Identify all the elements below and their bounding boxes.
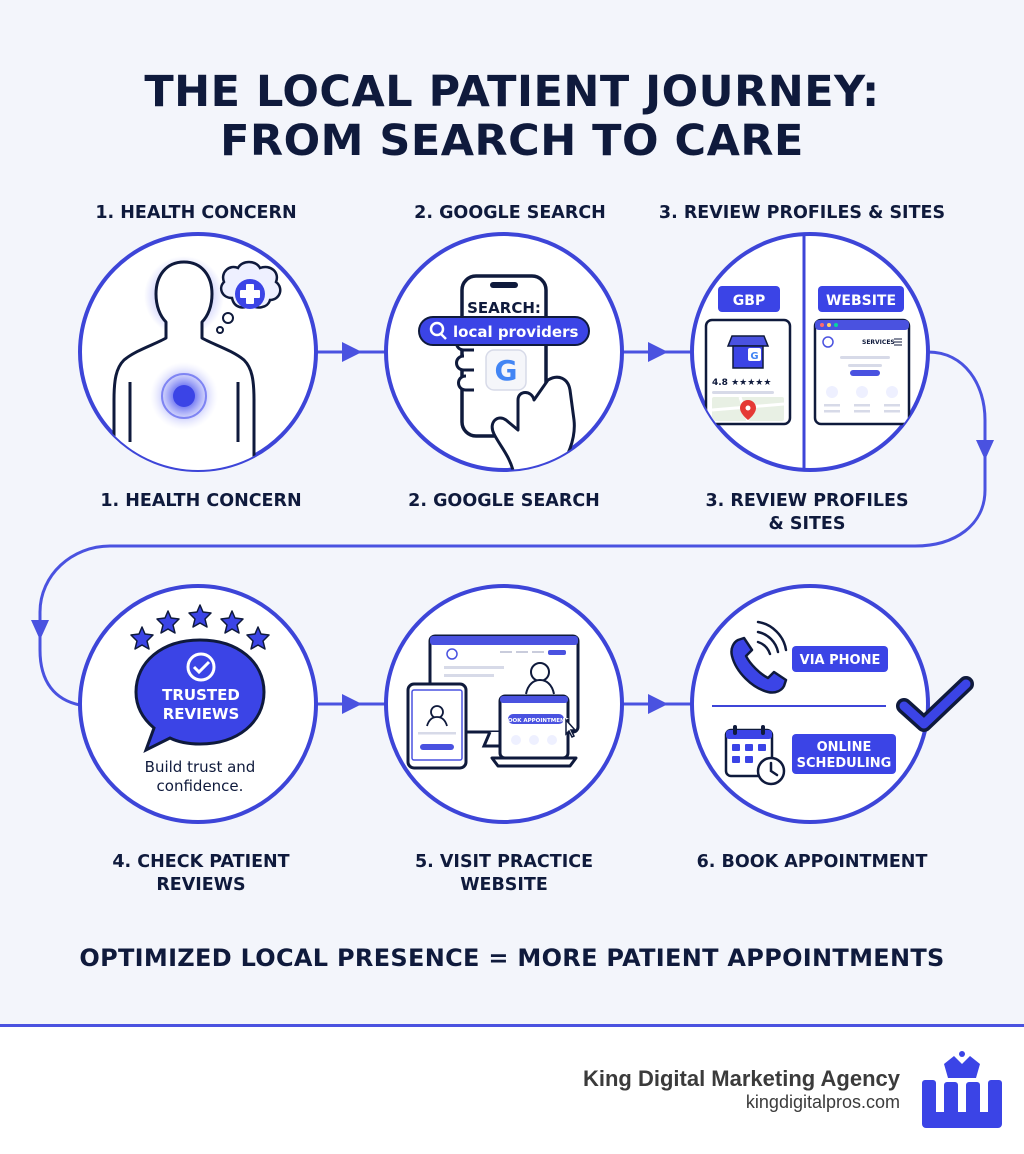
title-line-1: THE LOCAL PATIENT JOURNEY: bbox=[144, 67, 880, 117]
step-6-book-appointment: VIA PHONE ONLINE SCHEDULING bbox=[690, 584, 930, 824]
book-appointment-button: BOOK APPOINTMENT bbox=[504, 714, 569, 724]
step-3-bottom-label: 3. REVIEW PROFILES & SITES bbox=[705, 491, 909, 534]
journey-diagram: G SEARCH: local providers G bbox=[31, 232, 994, 824]
telephone-icon bbox=[730, 620, 788, 694]
curve-arrow-right bbox=[976, 440, 994, 460]
google-logo-icon: G bbox=[485, 349, 527, 391]
tagline: OPTIMIZED LOCAL PRESENCE = MORE PATIENT … bbox=[79, 944, 945, 972]
svg-text:VIA PHONE: VIA PHONE bbox=[800, 653, 881, 668]
laptop-icon: BOOK APPOINTMENT bbox=[490, 694, 578, 768]
svg-text:SCHEDULING: SCHEDULING bbox=[797, 756, 892, 771]
svg-text:REVIEWS: REVIEWS bbox=[163, 705, 240, 723]
connector-1-2 bbox=[316, 342, 386, 362]
thought-bubble-icon bbox=[216, 260, 282, 334]
svg-text:GBP: GBP bbox=[733, 293, 765, 309]
hand-icon bbox=[455, 334, 576, 470]
step-3-top-label: 3. REVIEW PROFILES & SITES bbox=[658, 203, 946, 223]
step-5-visit-website: BOOK APPOINTMENT bbox=[384, 584, 624, 824]
crown-logo-icon bbox=[922, 1051, 1002, 1128]
step-1-health-concern bbox=[78, 232, 318, 472]
step-1-bottom-label: 1. HEALTH CONCERN bbox=[100, 491, 302, 511]
via-phone-tag: VIA PHONE bbox=[792, 646, 888, 672]
search-bar: local providers bbox=[418, 316, 590, 346]
google-letter: G bbox=[495, 354, 518, 387]
search-query: local providers bbox=[453, 323, 578, 341]
agency-url[interactable]: kingdigitalpros.com bbox=[745, 1092, 900, 1112]
gbp-tag: GBP bbox=[718, 286, 780, 312]
gbp-card: G 4.8 ★★★★★ bbox=[704, 318, 792, 426]
step-2-bottom-label: 2. GOOGLE SEARCH bbox=[408, 491, 600, 511]
svg-text:BOOK APPOINTMENT: BOOK APPOINTMENT bbox=[504, 718, 569, 724]
svg-text:ONLINE: ONLINE bbox=[817, 740, 872, 755]
store-icon: G bbox=[726, 335, 770, 369]
website-tag: WEBSITE bbox=[818, 286, 904, 312]
medical-cross-icon bbox=[235, 279, 265, 309]
step-5-label: 5. VISIT PRACTICE WEBSITE bbox=[414, 852, 594, 895]
page-title: THE LOCAL PATIENT JOURNEY: FROM SEARCH T… bbox=[0, 68, 1024, 166]
step-6-label: 6. BOOK APPOINTMENT bbox=[696, 852, 928, 872]
cursor-icon bbox=[565, 718, 577, 739]
step-1-top-label: 1. HEALTH CONCERN bbox=[95, 203, 297, 223]
svg-text:TRUSTED: TRUSTED bbox=[162, 686, 240, 704]
reviews-caption-2: confidence. bbox=[157, 777, 244, 795]
connector-4-5 bbox=[316, 694, 386, 714]
search-heading: SEARCH: bbox=[467, 299, 541, 317]
connector-3-4-curve bbox=[38, 350, 987, 707]
step-3-review-profiles: G 4.8 ★★★★★ SERVICES bbox=[690, 232, 930, 472]
reviews-caption-1: Build trust and bbox=[145, 758, 256, 776]
browser-icon: SERVICES bbox=[813, 318, 911, 426]
stars-icon bbox=[130, 604, 270, 650]
step-2-google-search: G SEARCH: local providers bbox=[384, 232, 624, 472]
services-text: SERVICES bbox=[862, 339, 895, 346]
search-icon bbox=[429, 321, 447, 340]
clock-icon bbox=[756, 756, 786, 786]
speech-bubble-icon: TRUSTED REVIEWS bbox=[134, 638, 266, 754]
svg-text:WEBSITE: WEBSITE bbox=[826, 293, 896, 309]
title-line-2: FROM SEARCH TO CARE bbox=[220, 116, 804, 166]
step-4-check-reviews: TRUSTED REVIEWS Build trust and confiden… bbox=[78, 584, 318, 824]
connector-2-3 bbox=[622, 342, 692, 362]
map-pin-icon bbox=[711, 396, 785, 422]
online-scheduling-tag: ONLINE SCHEDULING bbox=[792, 734, 896, 774]
connector-5-6 bbox=[622, 694, 692, 714]
footer-divider bbox=[0, 1024, 1024, 1027]
curve-arrow-left bbox=[31, 620, 49, 640]
gbp-rating: 4.8 ★★★★★ bbox=[712, 378, 771, 388]
agency-name: King Digital Marketing Agency bbox=[582, 1066, 900, 1091]
checkmark-icon bbox=[186, 652, 216, 682]
footer bbox=[0, 1027, 1024, 1154]
svg-text:G: G bbox=[750, 351, 758, 362]
tablet-icon bbox=[406, 682, 468, 770]
step-2-top-label: 2. GOOGLE SEARCH bbox=[414, 203, 606, 223]
step-4-label: 4. CHECK PATIENT REVIEWS bbox=[112, 852, 290, 895]
